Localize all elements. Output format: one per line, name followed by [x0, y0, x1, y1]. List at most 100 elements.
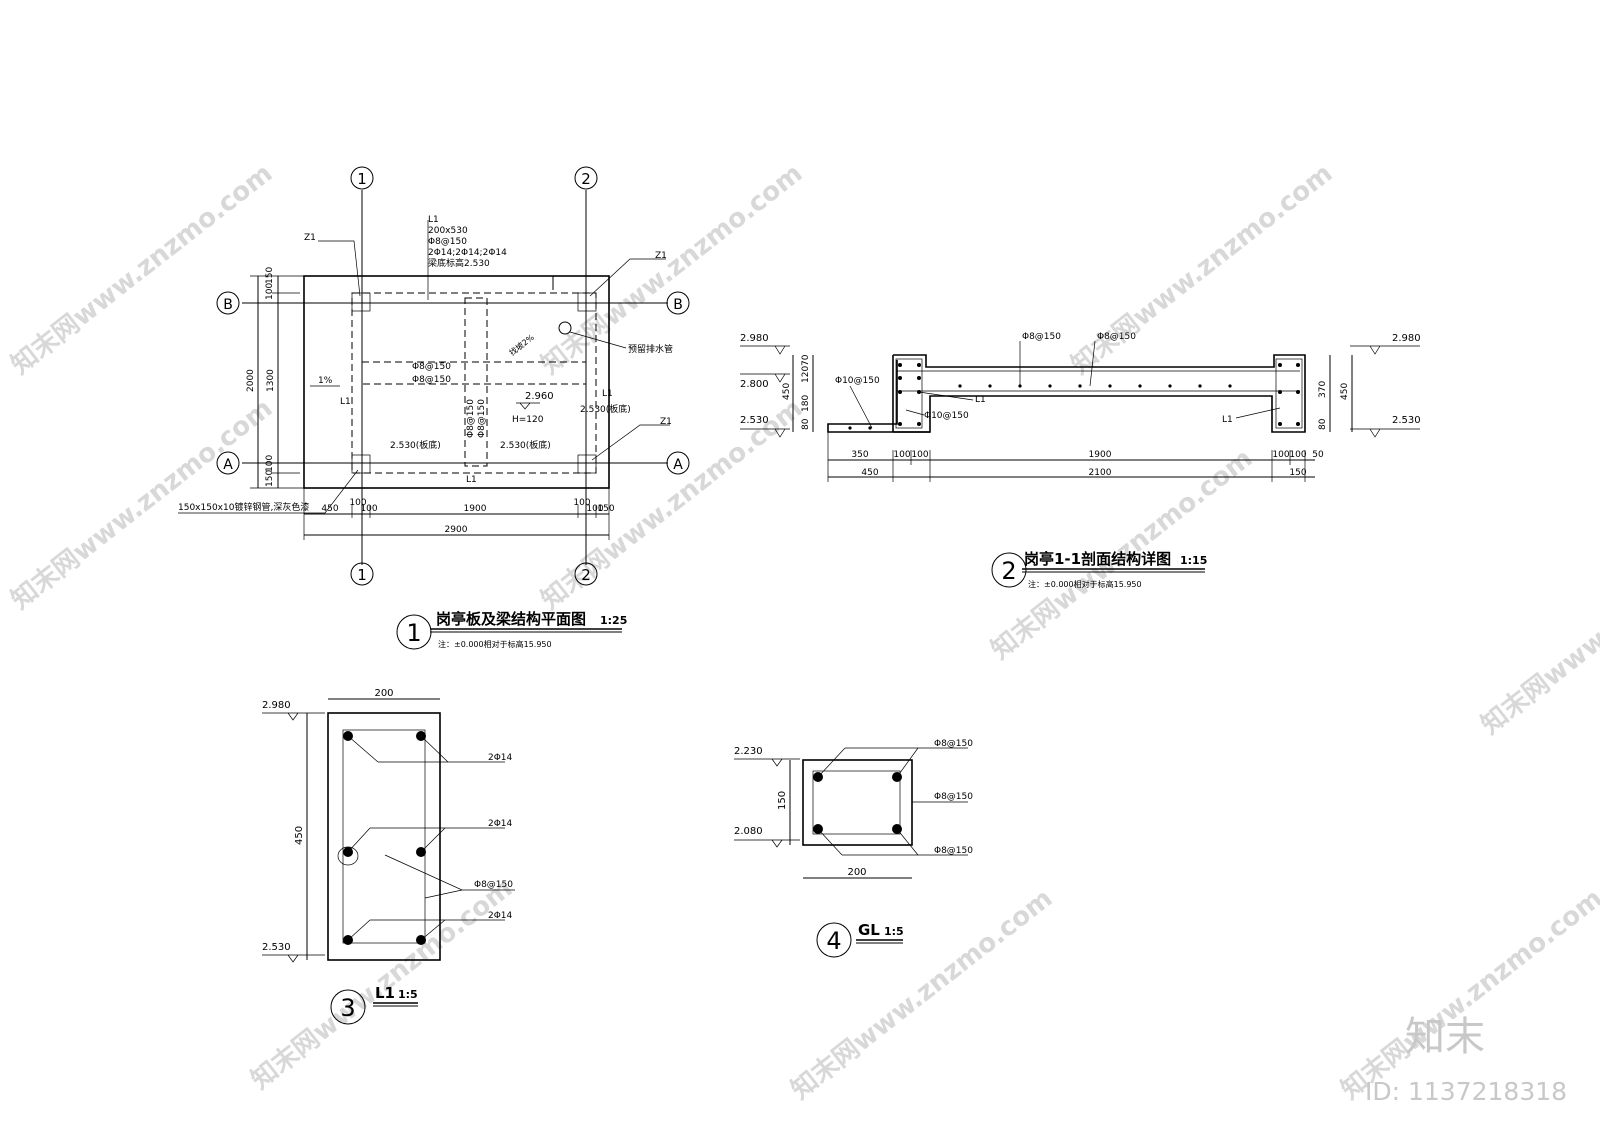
elevation-label: 2.530	[1392, 415, 1421, 426]
rebar-label: 2Φ14	[488, 819, 513, 829]
elevation-label: 2.530(板底)	[500, 439, 551, 451]
stirrup	[342, 729, 426, 944]
axis-label: B	[673, 297, 683, 313]
rebar-label: Φ10@150	[835, 376, 880, 386]
axis-bubble-A-left	[216, 451, 240, 475]
watermark-layer: 知末网www.znzmo.com 知末网www.znzmo.com 知末网www…	[6, 158, 1600, 1105]
dim-text: 100	[586, 504, 603, 514]
axis-bubble-B-left	[216, 291, 240, 315]
rebar-label: 2Φ14	[488, 911, 513, 921]
slab-outline	[303, 275, 610, 489]
axis-bubble-1-top	[350, 166, 374, 190]
beam-label: L1	[602, 389, 613, 399]
beam-callout-bars: 2Φ14;2Φ14;2Φ14	[428, 248, 507, 258]
axis-bubble-1-bottom	[350, 562, 374, 586]
column-label: Z1	[304, 233, 316, 243]
axis-bubble-2-bottom	[574, 562, 598, 586]
rebar-label: 2Φ14	[488, 753, 513, 763]
image-id: ID: 1137218318	[1365, 1077, 1567, 1106]
beam-label: L1	[340, 397, 351, 407]
beam-label: L1	[1222, 415, 1233, 425]
rebar-label: Φ8@150	[466, 399, 476, 438]
beam-callout-size: 200x530	[428, 226, 468, 236]
dim-text: 2100	[1089, 468, 1112, 478]
elevation-label: 2.230	[734, 746, 763, 757]
detail-number-circle	[330, 989, 366, 1025]
detail-number-circle	[816, 922, 852, 958]
elevation-label: 2.960	[525, 391, 554, 402]
drawing-title: L1	[375, 984, 395, 1002]
slope-label: 找坡2%	[507, 332, 536, 358]
dim-text: 100	[911, 450, 928, 460]
watermark-text: 知末网www.znzmo.com	[786, 883, 1058, 1105]
detail-number: 4	[826, 927, 841, 955]
dim-text: 450	[782, 383, 792, 400]
rebar-label: Φ8@150	[412, 375, 451, 385]
rebar-dots	[848, 363, 1300, 430]
dim-text: 100	[349, 498, 366, 508]
dim-text: 1300	[266, 369, 276, 392]
thickness-label: H=120	[512, 415, 544, 425]
dim-text: 200	[374, 688, 393, 699]
dim-text: 80	[1318, 418, 1328, 430]
drain-label: 预留排水管	[628, 343, 673, 355]
elevation-label: 2.980	[1392, 333, 1421, 344]
axis-bubble-B-right	[666, 291, 690, 315]
dim-text: 100	[893, 450, 910, 460]
dim-text: 100	[265, 455, 275, 472]
rebar-label: Φ8@150	[934, 792, 973, 802]
rebar-label: Φ8@150	[412, 362, 451, 372]
rebar-label: Φ8@150	[934, 739, 973, 749]
axis-label: 1	[357, 566, 367, 584]
dim-text: 1900	[464, 504, 487, 514]
pipe-note: 150x150x10镀锌钢管,深灰色漆	[178, 501, 309, 513]
dim-text: 100	[360, 504, 377, 514]
detail-number: 2	[1001, 557, 1016, 585]
elevation-label: 2.080	[734, 826, 763, 837]
dim-text: 150	[1289, 468, 1306, 478]
section-outline	[827, 354, 1306, 433]
beam-ring	[351, 292, 597, 474]
dim-text: 450	[1340, 383, 1350, 400]
dim-text: 120	[801, 366, 811, 383]
dim-text: 100	[1289, 450, 1306, 460]
dim-text: 180	[801, 395, 811, 412]
axis-label: A	[673, 457, 683, 473]
brand-logo: 知末	[1405, 1014, 1485, 1060]
beam-label: L1	[975, 395, 986, 405]
l1-section-drawing: 2Φ14 2Φ14 Φ8@150 2Φ14 200 450 2.980 2.53…	[262, 688, 515, 1025]
column-label: Z1	[655, 251, 667, 261]
section-drawing: Φ8@150 Φ8@150 Φ10@150 Φ10@150 L1 L1 2.98…	[740, 332, 1421, 589]
dim-text: 450	[861, 468, 878, 478]
dim-text: 100	[573, 498, 590, 508]
rebar-label: Φ8@150	[477, 399, 487, 438]
drawing-title: 岗亭板及梁结构平面图	[436, 610, 586, 628]
beam-callout-name: L1	[428, 215, 439, 225]
column-label: Z1	[660, 417, 672, 427]
dim-text: 2900	[445, 525, 468, 535]
drawing-title: 岗亭1-1剖面结构详图	[1024, 550, 1171, 568]
drain-pipe-icon	[558, 321, 572, 335]
watermark-text: 知末网www.znzmo.com	[1336, 883, 1600, 1105]
detail-number-circle	[991, 552, 1027, 588]
axis-label: 1	[357, 170, 367, 188]
detail-number: 1	[406, 619, 421, 647]
dim-text: 1900	[1089, 450, 1112, 460]
rebar-label: Φ8@150	[1097, 332, 1136, 342]
drawing-note: 注：±0.000相对于标高15.950	[1028, 579, 1142, 589]
elevation-label: 2.980	[262, 700, 291, 711]
stirrup	[812, 770, 901, 835]
dim-text: 70	[801, 354, 811, 366]
elevation-label: 2.530(板底)	[580, 403, 631, 415]
beam-outline	[327, 712, 441, 961]
axis-label: B	[223, 297, 233, 313]
dim-text: 450	[294, 826, 305, 845]
gl-section-drawing: Φ8@150 Φ8@150 Φ8@150 200 150 2.230 2.080…	[734, 739, 973, 958]
dim-text: 350	[851, 450, 868, 460]
beam-callout-level: 梁底标高2.530	[428, 257, 490, 269]
dim-text: 100	[265, 283, 275, 300]
beam-callout-stirrup: Φ8@150	[428, 237, 467, 247]
dim-text: 200	[847, 867, 866, 878]
axis-label: 2	[581, 170, 591, 188]
